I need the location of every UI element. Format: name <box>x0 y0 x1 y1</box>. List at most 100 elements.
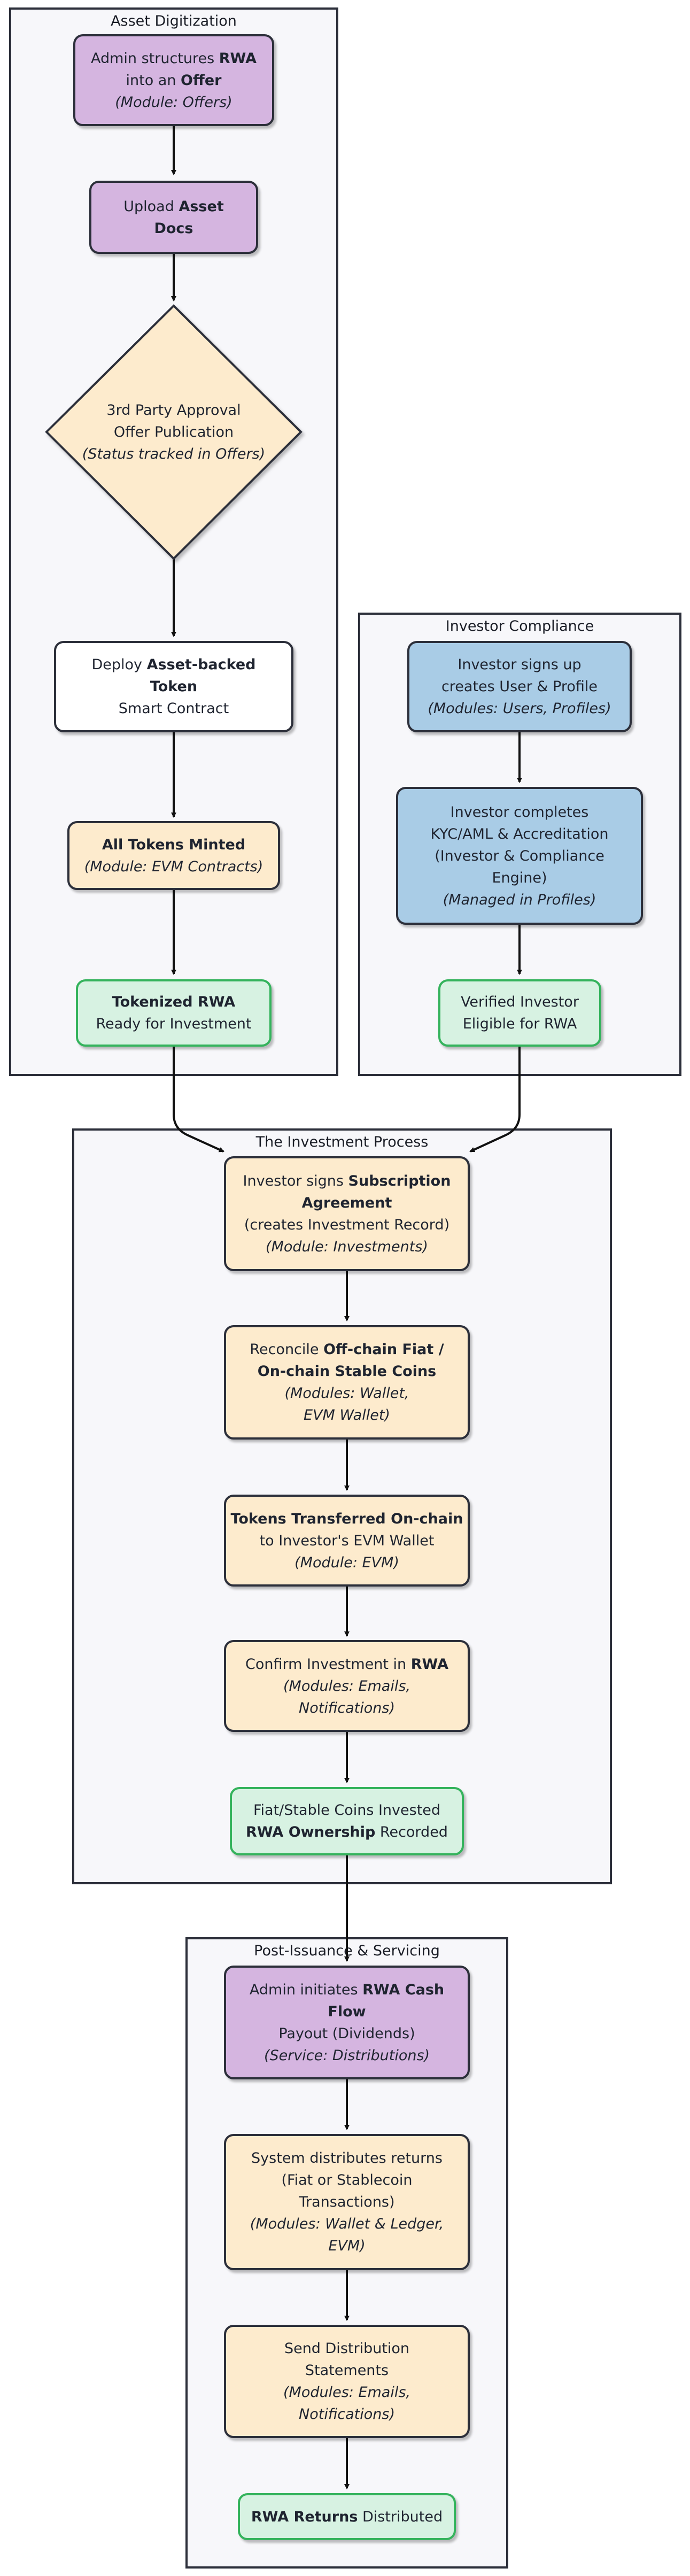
node-label-text: Notifications) <box>299 1699 395 1716</box>
node-label-line: Deploy Asset-backed <box>91 654 255 676</box>
cluster-title-compliance: Investor Compliance <box>445 618 594 635</box>
node-label-text: (Module: EVM Contracts) <box>84 858 263 875</box>
node-label-text: Agreement <box>301 1194 392 1211</box>
node-label-line: 3rd Party Approval <box>106 399 241 421</box>
node-label-text: creates User & Profile <box>441 678 598 695</box>
node-label-text: All Tokens Minted <box>102 836 246 853</box>
node-label-text: Smart Contract <box>118 700 229 717</box>
node-label-text: into an <box>126 72 181 89</box>
node-label-line: Transactions) <box>299 2191 394 2213</box>
node-label-line: (Investor & Compliance <box>435 845 604 867</box>
node-label-line: RWA Returns Distributed <box>251 2506 443 2528</box>
node-label-line: Send Distribution <box>284 2338 409 2360</box>
node-label-text: Engine) <box>492 869 547 886</box>
node-label-text: (Module: Investments) <box>266 1238 428 1255</box>
node-label-line: (Service: Distributions) <box>264 2045 430 2067</box>
node-label-line: to Investor's EVM Wallet <box>260 1530 435 1552</box>
node-label-line: (Module: EVM) <box>294 1552 399 1574</box>
node-label-line: KYC/AML & Accreditation <box>430 823 608 845</box>
node-label-text: Recorded <box>375 1824 448 1840</box>
decision-diamond <box>45 304 303 560</box>
node-label-line: (Module: Offers) <box>115 91 232 113</box>
node-label-text: Flow <box>328 2003 366 2020</box>
node-label-text: Ready for Investment <box>96 1016 252 1032</box>
node-label-text: (Modules: Wallet & Ledger, <box>250 2216 444 2232</box>
node-label-text: Admin structures <box>90 50 219 67</box>
node-label-text: Deploy <box>91 656 147 673</box>
edge-c3-i1 <box>469 1047 521 1152</box>
node-label-text: Investor signs up <box>458 656 582 673</box>
node-label-text: Reconcile <box>250 1341 324 1358</box>
node-label-line: (Modules: Wallet & Ledger, <box>250 2213 444 2235</box>
node-label-line: Token <box>150 676 197 698</box>
node-label-text: (Modules: Emails, <box>283 1677 411 1695</box>
node-label-text: RWA Cash <box>362 1981 445 1998</box>
node-label-text: RWA Ownership <box>246 1824 376 1840</box>
node-label-line: (Modules: Emails, <box>283 1675 410 1697</box>
node-label-line: (Status tracked in Offers) <box>82 443 265 465</box>
node-label-line: Ready for Investment <box>96 1013 251 1035</box>
node-label-line: Reconcile Off-chain Fiat / <box>250 1339 444 1360</box>
node-label-line: Fiat/Stable Coins Invested <box>253 1799 440 1821</box>
edge-n6-i1 <box>173 1047 224 1152</box>
node-label-line: EVM) <box>328 2235 365 2257</box>
node-label-text: Admin initiates <box>249 1981 363 1998</box>
node-label-line: (creates Investment Record) <box>244 1214 449 1236</box>
node-label-text: (Status tracked in Offers) <box>82 445 266 462</box>
node-label-line: Upload Asset <box>123 196 223 218</box>
node-label-text: (Modules: Users, Profiles) <box>428 700 611 717</box>
node-label-line: Admin structures RWA <box>91 48 257 69</box>
node-label-line: Tokens Transferred On-chain <box>231 1508 463 1530</box>
node-label-text: Investor signs <box>243 1172 348 1189</box>
node-label-text: Token <box>150 678 198 695</box>
node-label-line: Payout (Dividends) <box>278 2023 415 2045</box>
node-label-line: (Modules: Wallet, <box>284 1382 409 1404</box>
node-tokenized-rwa: Tokenized RWA Ready for Investment <box>76 979 272 1047</box>
node-label-line: Engine) <box>492 867 547 889</box>
node-label-text: RWA <box>219 50 257 67</box>
node-label-text: EVM) <box>328 2238 366 2254</box>
node-label-line: (Module: Investments) <box>266 1236 428 1258</box>
node-label-line: into an Offer <box>126 69 222 91</box>
node-label-text: EVM Wallet) <box>304 1407 390 1424</box>
node-label-text: (creates Investment Record) <box>244 1216 450 1233</box>
node-label-line: EVM Wallet) <box>304 1404 390 1426</box>
node-reconcile-fiat: Reconcile Off-chain Fiat /On-chain Stabl… <box>224 1325 470 1440</box>
node-label-text: (Module: EVM) <box>294 1554 399 1571</box>
node-label-line: Tokenized RWA <box>112 991 235 1013</box>
node-label-text: System distributes returns <box>251 2150 443 2167</box>
node-label-text: Statements <box>305 2362 389 2379</box>
node-returns-distributed: RWA Returns Distributed <box>238 2493 456 2540</box>
node-label-text: (Module: Offers) <box>115 94 232 111</box>
node-label-line: Offer Publication <box>114 421 234 443</box>
node-label-text: Distributed <box>358 2508 443 2525</box>
node-label-line: Investor signs up <box>458 654 581 676</box>
node-label-text: (Modules: Wallet, <box>284 1385 409 1402</box>
node-label-text: Asset <box>179 198 224 215</box>
node-label-line: System distributes returns <box>251 2147 443 2169</box>
node-label-line: (Managed in Profiles) <box>443 889 596 911</box>
node-label-text: Verified Investor <box>461 994 579 1010</box>
node-all-tokens-minted: All Tokens Minted (Module: EVM Contracts) <box>67 821 280 890</box>
node-label-line: (Modules: Users, Profiles) <box>428 698 611 720</box>
node-label-line: creates User & Profile <box>441 676 598 698</box>
node-label-text: Payout (Dividends) <box>278 2025 415 2042</box>
node-confirm-investment: Confirm Investment in RWA(Modules: Email… <box>224 1640 470 1732</box>
node-label-text: Notifications) <box>299 2406 395 2423</box>
node-label-text: 3rd Party Approval <box>106 401 241 419</box>
node-label-line: RWA Ownership Recorded <box>246 1821 448 1843</box>
node-label-text: Upload <box>123 198 179 215</box>
cluster-title-asset: Asset Digitization <box>111 13 237 29</box>
node-label-text: RWA Returns <box>251 2508 358 2525</box>
node-label-text: to Investor's EVM Wallet <box>259 1532 435 1549</box>
node-label-line: (Modules: Emails, <box>283 2381 410 2403</box>
node-label-text: Eligible for RWA <box>462 1016 577 1032</box>
node-label-text: Offer Publication <box>113 423 234 440</box>
